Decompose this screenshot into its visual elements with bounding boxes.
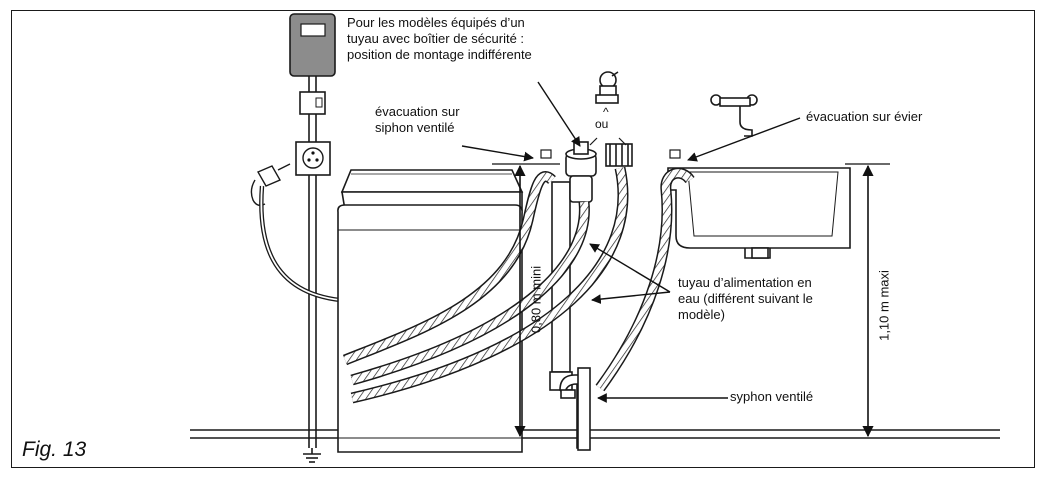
drain-hook-left bbox=[540, 149, 552, 159]
drain-sink-label: évacuation sur évier bbox=[806, 109, 923, 124]
drain-hose-ventilated bbox=[342, 171, 556, 366]
electric-panel bbox=[289, 13, 336, 77]
supply-label-line3: modèle) bbox=[678, 307, 725, 322]
supply-hose-2 bbox=[350, 166, 629, 404]
drain-hose-sink bbox=[595, 167, 695, 392]
sink bbox=[667, 167, 851, 259]
leader-lines bbox=[461, 81, 801, 403]
siphon-label: syphon ventilé bbox=[730, 389, 814, 404]
safety-box-label-line3: position de montage indifférente bbox=[347, 47, 532, 62]
power-outlet bbox=[295, 141, 331, 176]
or-label: ou bbox=[595, 117, 609, 131]
power-cable bbox=[259, 185, 341, 303]
supply-label-line1: tuyau d’alimentation en bbox=[678, 275, 812, 290]
height-min-label: 0,80 m mini bbox=[528, 265, 544, 334]
caret-symbol: ^ bbox=[603, 105, 609, 119]
ground-symbol bbox=[303, 448, 321, 463]
safety-box-label-line1: Pour les modèles équipés d’un bbox=[347, 15, 525, 30]
drain-ventilated-label-line2: siphon ventilé bbox=[375, 120, 455, 135]
supply-hose-1 bbox=[350, 201, 590, 386]
sink-faucet-icon bbox=[710, 94, 758, 137]
hose-coupling bbox=[605, 143, 633, 167]
power-plug bbox=[250, 163, 291, 207]
figure-caption: Fig. 13 bbox=[22, 438, 87, 461]
switch-box bbox=[299, 91, 326, 115]
cable-conduit bbox=[308, 76, 317, 448]
drain-hook-right bbox=[669, 149, 681, 159]
dimension-max bbox=[845, 163, 890, 438]
safety-box-label-line2: tuyau avec boîtier de sécurité : bbox=[347, 31, 525, 46]
supply-label-line2: eau (différent suivant le bbox=[678, 291, 813, 306]
drain-ventilated-label-line1: évacuation sur bbox=[375, 104, 460, 119]
height-max-label: 1,10 m maxi bbox=[876, 270, 892, 341]
safety-box bbox=[565, 141, 597, 203]
dimension-min bbox=[492, 163, 560, 438]
figure-frame bbox=[11, 10, 1035, 468]
floor-lines bbox=[190, 429, 1000, 439]
or-arrows bbox=[589, 137, 627, 146]
faucet-icon bbox=[595, 71, 619, 104]
washing-machine bbox=[337, 169, 524, 453]
